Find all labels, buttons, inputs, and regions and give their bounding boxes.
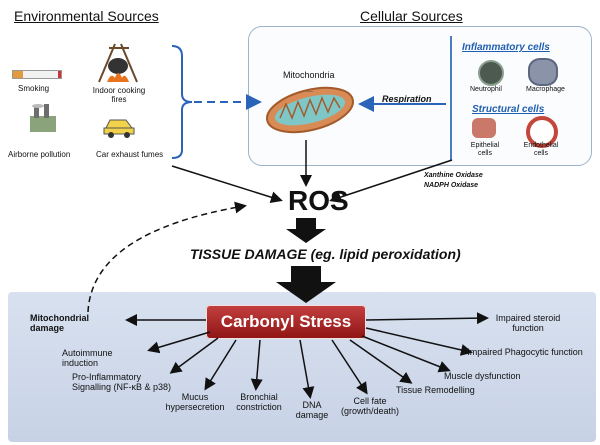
nadph-oxidase-label: NADPH Oxidase — [424, 182, 479, 189]
pollution-label: Airborne pollution — [8, 150, 71, 159]
tissue-remodelling-label: Tissue Remodelling — [396, 385, 475, 395]
factory-icon — [26, 104, 60, 134]
arrow-bronchial — [250, 339, 263, 391]
epithelial-label: Epithelial cells — [470, 142, 500, 157]
cell-fate-label: Cell fate (growth/death) — [340, 396, 400, 416]
mito-damage-feedback-arrow — [87, 201, 247, 313]
arrow-steroid — [365, 312, 489, 325]
respiration-label: Respiration — [382, 94, 432, 104]
arrow-tissue-remodelling — [349, 339, 413, 384]
smoking-label: Smoking — [18, 84, 50, 93]
inflammatory-heading: Inflammatory cells — [462, 42, 550, 53]
endothelial-icon — [526, 116, 558, 148]
structural-heading: Structural cells — [472, 104, 545, 115]
dna-damage-label: DNA damage — [295, 400, 329, 420]
neutrophil-icon — [478, 60, 504, 86]
arrow-mucus — [204, 339, 237, 391]
muscle-dysfunction-label: Muscle dysfunction — [444, 371, 521, 381]
mucus-label: Mucus hypersecretion — [165, 392, 225, 412]
environmental-bracket — [171, 45, 193, 159]
mito-damage-label: Mitochondrial damage — [30, 313, 89, 333]
macrophage-label: Macrophage — [526, 86, 565, 93]
cells-to-ros-arrow — [329, 159, 453, 203]
pro-inflammatory-label: Pro-Inflammatory Signalling (NF-κB & p38… — [72, 372, 172, 392]
arrow-muscle — [361, 335, 451, 373]
xanthine-oxidase-label: Xanthine Oxidase — [424, 172, 483, 179]
carbonyl-stress-label: Carbonyl Stress — [220, 312, 352, 331]
bronchial-label: Bronchial constriction — [236, 392, 282, 412]
arrow-cell-fate — [331, 339, 368, 395]
neutrophil-label: Neutrophil — [470, 86, 502, 93]
tissue-down-arrow — [276, 266, 336, 303]
macrophage-icon — [528, 58, 558, 86]
mito-annotation-1: — — [306, 88, 313, 95]
phagocytic-label: Impaired Phagocytic function — [467, 347, 583, 357]
steroid-label: Impaired steroid function — [495, 313, 561, 333]
car-icon — [102, 112, 136, 138]
carbonyl-stress-box: Carbonyl Stress — [206, 305, 366, 339]
car-exhaust-label: Car exhaust fumes — [96, 150, 164, 159]
cellular-heading: Cellular Sources — [360, 8, 463, 24]
arrow-phagocytic — [365, 327, 473, 356]
env-to-ros-arrow — [171, 165, 283, 204]
cigarette-icon — [12, 70, 62, 79]
arrow-dna — [299, 339, 315, 399]
epithelial-icon — [472, 118, 496, 138]
mitochondria-label: Mitochondria — [283, 70, 335, 80]
cooking-fire-icon — [95, 42, 141, 84]
cell-divider — [450, 36, 452, 160]
mitochondria-icon — [262, 84, 358, 136]
cooking-fires-label: Indoor cooking fires — [92, 86, 146, 104]
tissue-damage-label: TISSUE DAMAGE (eg. lipid peroxidation) — [190, 246, 461, 262]
endothelial-label: Endothelial cells — [523, 142, 559, 157]
ros-down-arrow — [286, 218, 326, 243]
arrow-pro-inflammatory — [169, 337, 219, 374]
autoimmune-label: Autoimmune induction — [62, 348, 113, 368]
arrow-autoimmune — [147, 331, 211, 354]
environmental-heading: Environmental Sources — [14, 8, 159, 24]
